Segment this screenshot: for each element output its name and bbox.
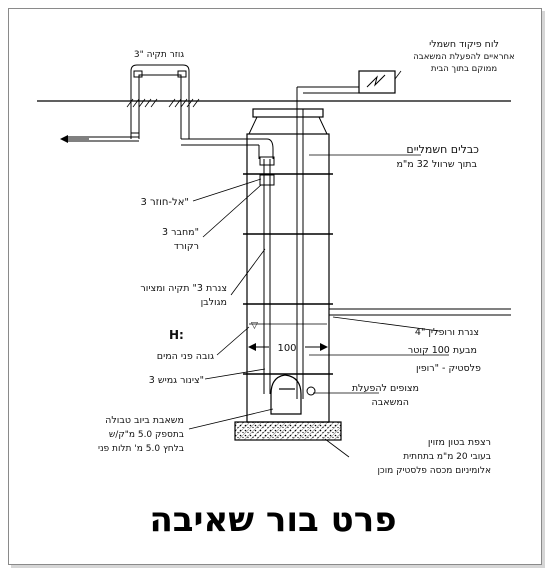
discharge-pipe — [181, 138, 274, 159]
floor-hatch — [235, 422, 341, 440]
pump-pit-diagram: ▽ 100 3" גוזר תקיה לוח פיקוד חשמלי אחראי… — [37, 39, 515, 540]
label-pump-1: משאבת ביוב טבולה — [105, 415, 184, 426]
label-water-height: גובה פני המים — [157, 351, 214, 362]
pump-body — [270, 374, 302, 415]
label-pump-3: בלחץ 5.0 מ' תלות פני — [98, 444, 184, 454]
manhole-cover — [252, 108, 324, 118]
ground-hatch — [126, 98, 200, 108]
leader-lines — [188, 70, 449, 458]
dimension-label: 100 — [277, 343, 296, 354]
label-pump-2: בתספק 5.0 מ"ק/ש — [109, 430, 184, 440]
drawing-sheet: ▽ 100 3" גוזר תקיה לוח פיקוד חשמלי אחראי… — [8, 8, 542, 565]
label-inlet-2: מבעת 100 קוטר — [408, 345, 477, 356]
inlet-pipe — [329, 308, 511, 316]
label-riser-2: מגולבן — [201, 297, 227, 308]
label-inlet-3: פלסטיק - "רופין — [416, 363, 481, 374]
diagram-title: פרט בור שאיבה — [149, 500, 396, 540]
label-floor-3: אלומיניום מכסה פלסטיק מוכן — [377, 466, 491, 476]
outlet-pipe — [67, 132, 139, 142]
water-symbol: ▽ — [251, 321, 258, 331]
label-cables-2: בתוך שרוול 32 מ"מ — [396, 159, 477, 170]
label-floats-2: המשאבה — [372, 397, 409, 408]
float-switch — [306, 386, 316, 396]
pit-rings — [243, 173, 333, 375]
label-vent-pipe: 3" גוזר תקיה — [134, 50, 184, 60]
label-fitting-2: רקורד — [174, 241, 199, 252]
label-control-panel-3: ממוקם בתוך הבית — [431, 64, 497, 74]
riser-pipe — [259, 156, 275, 394]
control-panel-symbol — [366, 74, 386, 88]
label-inlet-1: צנרת ורופלין "4 — [415, 327, 479, 338]
label-aluminum: אל-חוזר 3" — [140, 197, 189, 208]
label-control-panel-1: לוח פיקוד חשמלי — [429, 39, 499, 50]
label-fitting-1: מחבר 3" — [162, 227, 199, 238]
label-floor-2: בעובי 20 מ"מ בתחתית — [403, 452, 491, 462]
cable-conduit — [296, 86, 359, 399]
vent-pipe — [130, 64, 190, 139]
label-floor-1: רצפת בטון מזוין — [428, 437, 491, 448]
label-cables-1: כבלים חשמליים — [406, 143, 479, 156]
pit-cylinder — [246, 133, 330, 423]
label-control-panel-2: אחראיים להפעלת המשאבה — [413, 52, 515, 62]
label-h-symbol: H: — [169, 328, 184, 342]
control-panel — [358, 70, 396, 94]
pit-top-flare — [248, 116, 328, 135]
label-pipe-note: צינור גמיש 3" — [149, 375, 204, 386]
label-floats-1: מצופים להפעלת — [352, 383, 419, 394]
label-riser-1: צנרת 3" תקיה ומציור — [140, 283, 227, 294]
